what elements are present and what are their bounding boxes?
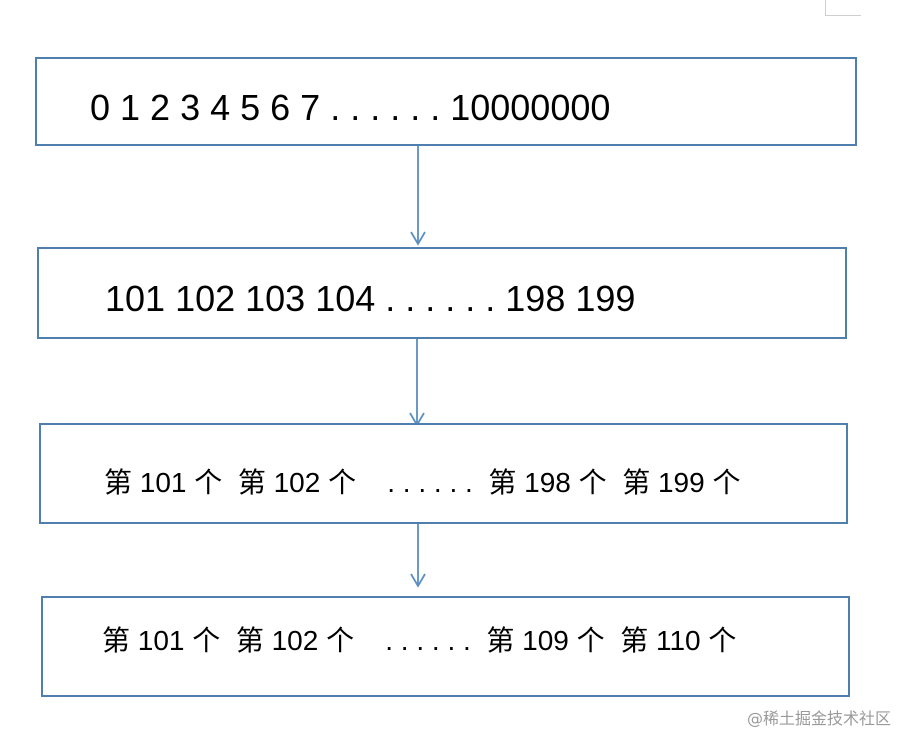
range-box-values: 101 102 103 104 . . . . . . 198 199 [37, 247, 847, 339]
watermark-text: @稀土掘金技术社区 [746, 709, 891, 728]
arrow-3-head [410, 573, 426, 588]
range-text-values: 101 102 103 104 . . . . . . 198 199 [105, 278, 636, 319]
range-text-ordinals: 第 101 个 第 102 个 . . . . . . 第 198 个 第 19… [104, 467, 741, 498]
range-box-page: 第 101 个 第 102 个 . . . . . . 第 109 个 第 11… [41, 596, 850, 697]
arrow-1-head [410, 231, 426, 246]
range-box-ordinals: 第 101 个 第 102 个 . . . . . . 第 198 个 第 19… [39, 423, 848, 524]
corner-crop-mark [825, 0, 861, 16]
range-text-page: 第 101 个 第 102 个 . . . . . . 第 109 个 第 11… [102, 625, 737, 656]
range-text-full: 0 1 2 3 4 5 6 7 . . . . . . 10000000 [90, 87, 611, 128]
range-box-full: 0 1 2 3 4 5 6 7 . . . . . . 10000000 [35, 57, 857, 146]
